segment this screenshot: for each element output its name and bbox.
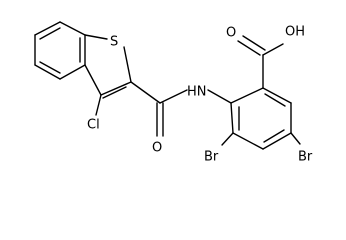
bond <box>84 64 102 96</box>
molecule-structure: S Cl O HN O OH Br Br <box>34 21 313 165</box>
bond <box>123 46 132 83</box>
double-bond-inner <box>102 86 127 99</box>
bond <box>59 64 86 80</box>
benzoic-acid-ring <box>221 35 301 150</box>
amide-nitrogen-label: HN <box>187 85 207 100</box>
atom-labels: S Cl O HN O OH Br Br <box>87 25 313 165</box>
double-bond-inner <box>39 27 61 40</box>
bromine-left-label: Br <box>204 150 219 165</box>
bond <box>221 132 234 146</box>
bond <box>262 43 284 56</box>
sulfur-atom-label: S <box>110 35 118 50</box>
bond <box>130 81 161 104</box>
bond <box>207 89 232 104</box>
acid-hydroxyl-label: OH <box>285 25 305 40</box>
bond <box>34 64 61 80</box>
chlorine-atom-label: Cl <box>87 118 100 133</box>
double-bond-inner <box>264 93 286 107</box>
double-bond-inner <box>39 61 61 74</box>
carbonyl-oxygen-label: O <box>152 141 162 156</box>
amide-group <box>130 81 232 137</box>
bond <box>262 87 292 104</box>
bond <box>100 81 132 96</box>
bond <box>232 132 264 150</box>
bond <box>230 102 234 134</box>
bond <box>290 132 301 145</box>
double-bond-inner <box>263 129 285 143</box>
bond <box>84 34 108 40</box>
benzothiophene-ring <box>34 21 132 116</box>
structure-canvas: S Cl O HN O OH Br Br <box>34 21 313 165</box>
bond <box>34 21 61 36</box>
bond <box>95 94 102 116</box>
bond <box>159 89 188 104</box>
bond <box>242 35 266 51</box>
bond <box>237 40 261 56</box>
bromine-right-label: Br <box>298 150 313 165</box>
acid-oxygen-label: O <box>226 26 236 41</box>
bond <box>230 87 264 104</box>
bond <box>262 132 292 150</box>
bond <box>59 21 86 36</box>
